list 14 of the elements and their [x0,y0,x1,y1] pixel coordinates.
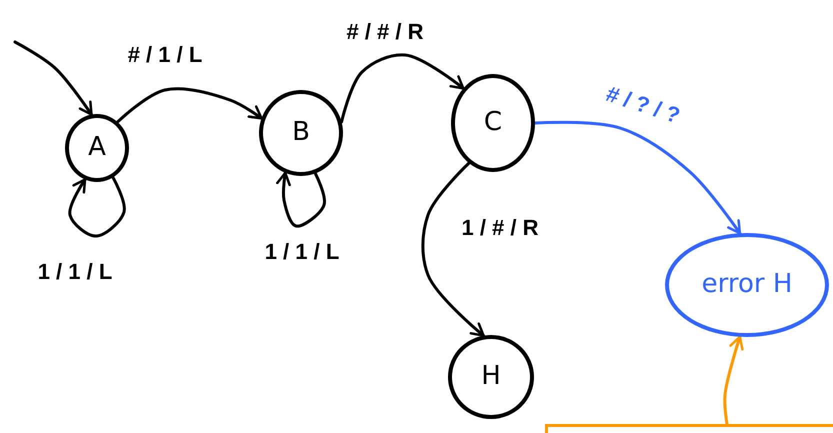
self-loop-arrow [276,171,326,228]
state-label: C [482,109,504,137]
arrow [421,162,486,338]
arrow [534,120,742,235]
arrow [340,53,465,124]
state-label: H [480,363,502,391]
state-label: error H [700,271,794,299]
arrow [723,335,744,426]
state-label: A [87,134,107,162]
state-circle [65,114,129,182]
arrow [14,40,93,116]
self-loop-arrow [68,176,126,238]
state-label: B [291,119,311,147]
arrow [116,87,264,124]
